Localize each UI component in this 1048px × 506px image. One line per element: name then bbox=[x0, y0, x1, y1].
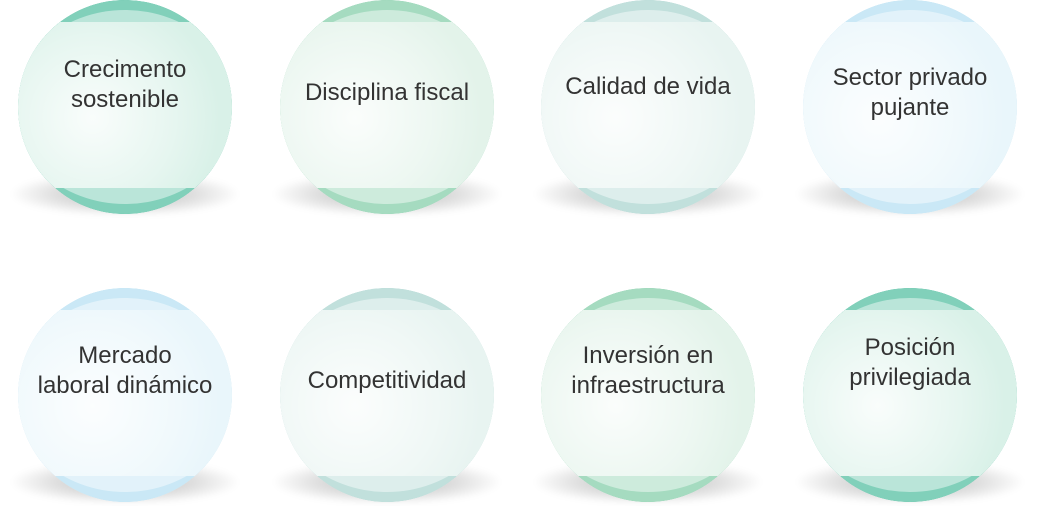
bubble-item: Posición privilegiada bbox=[797, 288, 1023, 504]
bubble-body bbox=[18, 310, 232, 476]
bubble-label: Calidad de vida bbox=[565, 73, 731, 100]
bubble-circle bbox=[18, 288, 232, 502]
bubble-item: Calidad de vida bbox=[535, 0, 761, 216]
bubble-body bbox=[541, 22, 755, 188]
bubble-circle bbox=[803, 0, 1017, 214]
bubble-circle bbox=[18, 0, 232, 214]
bubble-label: Inversión en infraestructura bbox=[571, 342, 725, 399]
bubble-label: Posición privilegiada bbox=[849, 334, 971, 391]
bubble-body bbox=[803, 310, 1017, 476]
bubble-label: Disciplina fiscal bbox=[304, 79, 470, 106]
bubble-body bbox=[280, 310, 494, 476]
bubble-body bbox=[18, 22, 232, 188]
bubble-item: Competitividad bbox=[274, 288, 500, 504]
bubble-item: Mercado laboral dinámico bbox=[12, 288, 238, 504]
bubble-item: Disciplina fiscal bbox=[274, 0, 500, 216]
bubble-circle bbox=[280, 288, 494, 502]
bubble-label: Sector privado pujante bbox=[832, 64, 988, 121]
bubble-body bbox=[280, 22, 494, 188]
bubble-item: Crecimento sostenible bbox=[12, 0, 238, 216]
bubble-label: Competitividad bbox=[307, 367, 467, 394]
bubble-circle bbox=[541, 0, 755, 214]
bubble-circle bbox=[541, 288, 755, 502]
bubble-label: Crecimento sostenible bbox=[63, 56, 187, 113]
bubble-body bbox=[541, 310, 755, 476]
bubble-label: Mercado laboral dinámico bbox=[37, 342, 213, 399]
bubble-circle bbox=[280, 0, 494, 214]
bubble-item: Inversión en infraestructura bbox=[535, 288, 761, 504]
bubble-body bbox=[803, 22, 1017, 188]
bubble-item: Sector privado pujante bbox=[797, 0, 1023, 216]
bubble-circle bbox=[803, 288, 1017, 502]
